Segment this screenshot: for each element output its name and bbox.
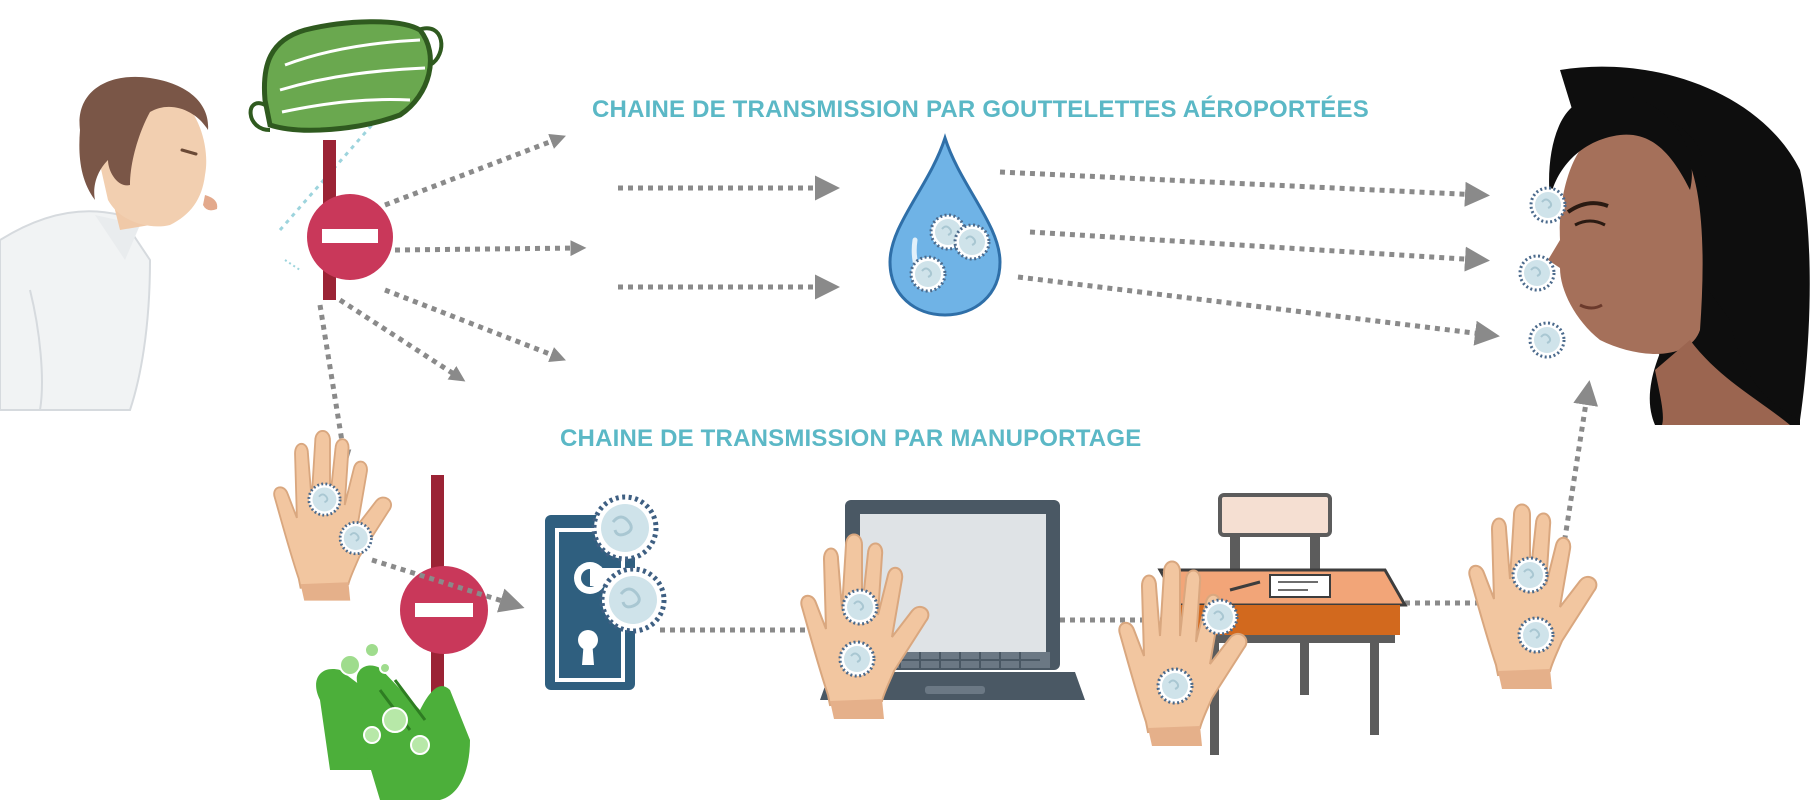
virus-icon <box>1201 598 1239 636</box>
hand-chain-title: CHAINE DE TRANSMISSION PAR MANUPORTAGE <box>560 425 1142 452</box>
virus-icon <box>838 640 876 678</box>
virus-icon <box>594 497 656 559</box>
infected-hand-icon <box>1468 503 1598 690</box>
spray-lines <box>278 69 422 271</box>
virus-icon <box>307 482 342 517</box>
to-face-arrows <box>999 169 1500 346</box>
infected-hand-icon <box>273 430 392 602</box>
virus-icon <box>909 255 947 293</box>
virus-icon <box>1517 616 1555 654</box>
virus-icon <box>841 588 879 626</box>
virus-icon <box>953 223 991 261</box>
virus-icon <box>1156 667 1194 705</box>
no-entry-icon <box>307 140 393 300</box>
virus-icon <box>1518 254 1556 292</box>
to-droplet-arrows <box>618 175 840 300</box>
sneezing-person-icon <box>0 76 218 411</box>
airborne-chain-title: CHAINE DE TRANSMISSION PAR GOUTTELETTES … <box>592 96 1369 123</box>
virus-icon <box>602 569 664 631</box>
no-entry-icon <box>400 475 488 705</box>
receiving-person-icon <box>1518 66 1810 425</box>
handwashing-icon <box>316 642 470 800</box>
mask-icon <box>248 19 444 133</box>
droplet-icon <box>888 133 1002 317</box>
virus-icon <box>338 521 373 556</box>
virus-icon <box>1528 321 1566 359</box>
airborne-spray-arrows <box>317 133 587 467</box>
door-handle-icon <box>545 497 664 690</box>
virus-icon <box>1511 556 1549 594</box>
virus-icon <box>1529 186 1567 224</box>
